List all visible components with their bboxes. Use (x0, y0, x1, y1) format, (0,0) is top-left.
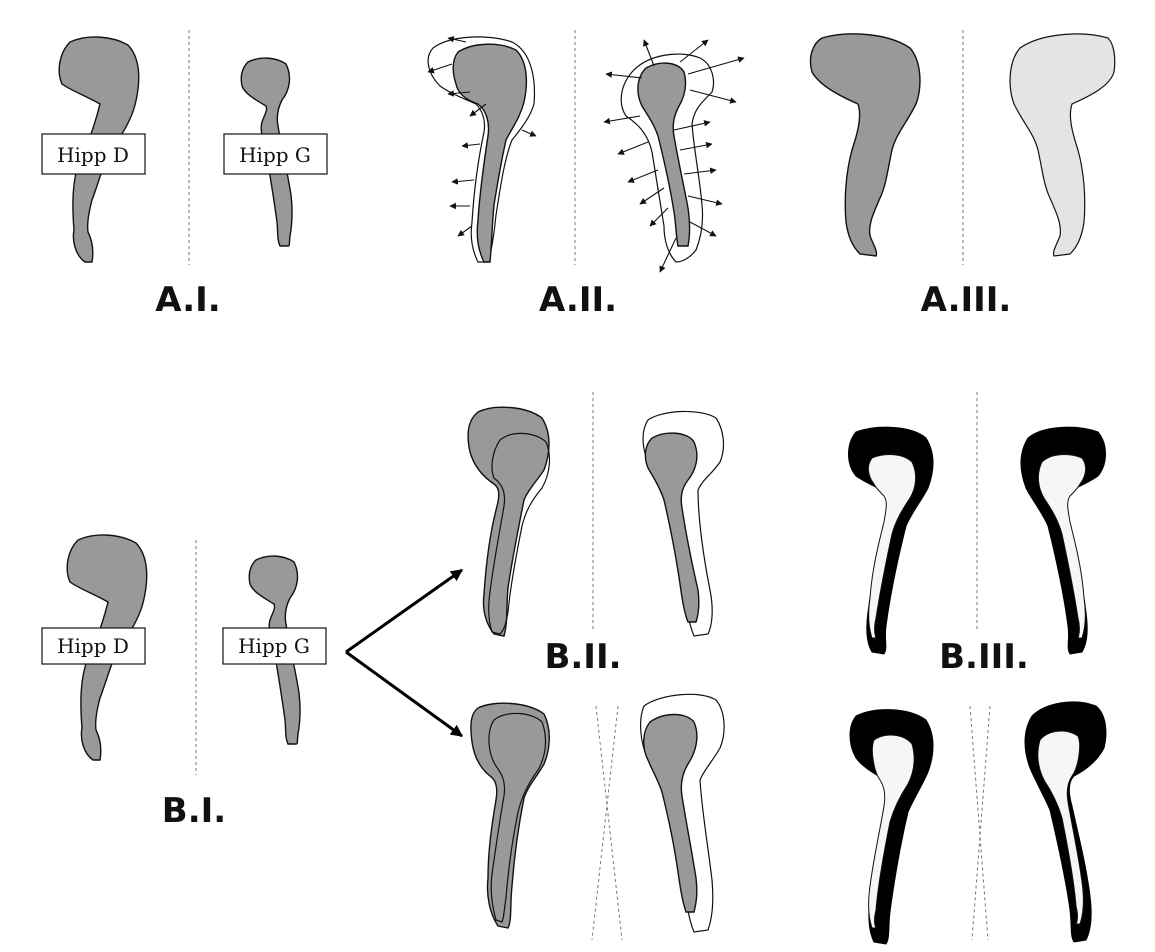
panel-label-b3: B.III. (939, 637, 1029, 677)
panel-b3-top: B.III. (849, 392, 1106, 677)
panel-label-a3: A.III. (921, 280, 1012, 320)
hipp-d-label: Hipp D (57, 634, 129, 658)
panel-b3-bottom (850, 702, 1106, 944)
panel-a1: Hipp D Hipp G A.I. (42, 30, 327, 320)
right-hippocampus-shape-b2-lower (471, 703, 549, 928)
right-hippocampus-shape-a2 (453, 44, 526, 262)
deformation-arrow (628, 170, 658, 182)
panel-a3: A.III. (810, 30, 1114, 320)
panel-b2-top: B.II. (468, 392, 723, 677)
panel-label-a1: A.I. (155, 280, 220, 320)
panel-a2: A.II. (428, 30, 744, 320)
branch-arrow-lower (346, 652, 462, 736)
branch-arrow-upper (346, 570, 462, 652)
panel-label-b2: B.II. (544, 637, 621, 677)
deformation-arrow (462, 144, 480, 146)
deformation-arrow (618, 142, 648, 154)
tilted-midline-1 (970, 706, 988, 940)
deformation-arrow (458, 226, 472, 236)
tilted-midline-2 (592, 706, 618, 940)
panel-label-a2: A.II. (539, 280, 617, 320)
deformation-arrow (452, 180, 474, 182)
hipp-d-label: Hipp D (57, 143, 129, 167)
right-hippocampus-shape-a3 (810, 34, 919, 256)
tilted-midline-1 (596, 706, 622, 940)
tilted-midline-2 (972, 706, 990, 940)
panel-label-b1: B.I. (162, 791, 226, 831)
deformation-arrow (522, 130, 536, 136)
panel-b2-bottom (471, 694, 724, 940)
left-hippocampus-shape-a3 (1010, 34, 1115, 256)
hipp-g-label: Hipp G (238, 634, 310, 658)
hipp-g-label: Hipp G (239, 143, 311, 167)
